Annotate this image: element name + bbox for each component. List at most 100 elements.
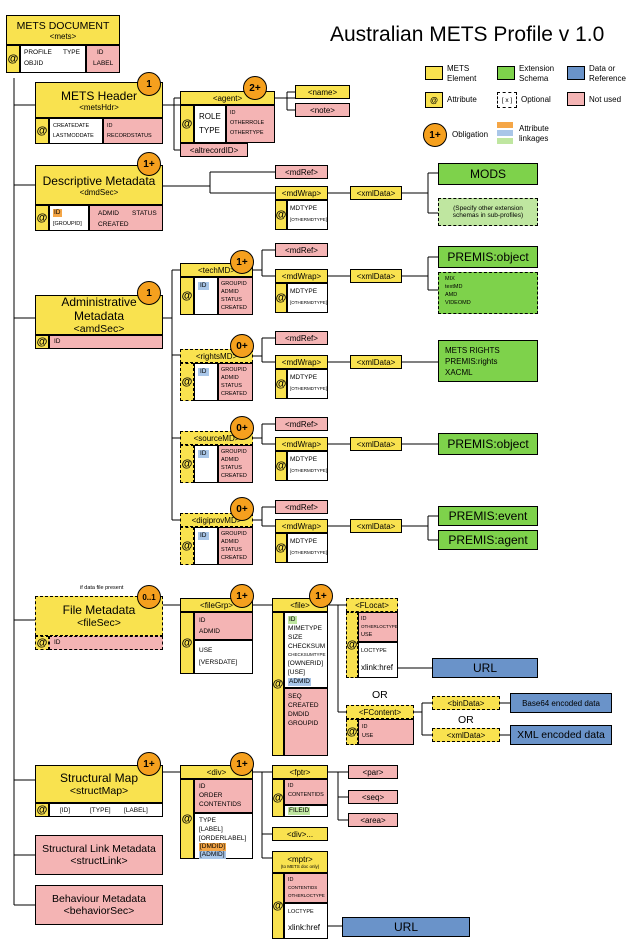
mptr-box: <mptr> (to METS doc only) [272,851,328,873]
mods-box: MODS [438,163,538,185]
digiprovmd-mdwrap-at: @ [275,533,287,563]
dmd-mdwrap-attrs: MDTYPE [OTHERMDTYPE] [287,200,328,230]
mptr-url-box: URL [342,917,470,937]
file-attrs-notused: SEQ CREATED DMDID GROUPID [284,688,328,756]
legend-linkage-blue [497,130,513,136]
hdr-attr-at: @ [35,118,49,144]
legend-linkage-orange [497,122,513,128]
altrecordid-box: <altrecordID> [180,143,248,157]
legend-linkage-label: Attribute linkages [519,124,549,143]
legend-extension-label: Extension Schema [519,64,555,83]
fcontent-attrs-notused: ID USE [358,719,414,745]
legend-element-label: METS Element [447,64,477,83]
div-attr-at: @ [180,779,194,859]
mets-header-box: METS Header <metsHdr> [35,82,163,118]
file-attr-at: @ [272,612,284,756]
flocat-box: <FLocat> [346,598,398,612]
dmd-obligation: 1+ [137,152,161,176]
filegrp-obligation: 1+ [230,584,254,608]
note-box: <note> [295,103,350,117]
legend-element-swatch [425,66,443,80]
amd-attr-at: @ [35,335,49,349]
flocat-attr-at: @ [346,612,358,678]
legend-obligation-circle: 1+ [423,123,447,147]
base64-box: Base64 encoded data [510,693,612,713]
flocat-attrs-notused: ID OTHERLOCTYPE USE [358,612,398,642]
sourcemd-attr-at: @ [180,445,194,483]
dmd-mdwrap-at: @ [275,200,287,230]
dmd-attrs-used: ID [GROUPID] [49,205,89,231]
premis-agent-box: PREMIS:agent [438,530,538,550]
mptr-attr-at: @ [272,873,284,939]
techmd-id-cell: ID [194,277,218,315]
fptr-attrs-notused: ID CONTENTIDS [284,779,328,805]
rightsmd-mdwrap-box: <mdWrap> [275,355,328,369]
legend-obligation-label: Obligation [452,130,489,139]
digiprovmd-id-cell: ID [194,527,218,565]
digiprovmd-mdwrap-attrs: MDTYPE [OTHERMDTYPE] [287,533,328,563]
file-attrs-used: ID MIMETYPE SIZE CHECKSUM CHECKSUMTYPE [… [284,612,328,688]
dmdsec-box: Descriptive Metadata <dmdSec> [35,165,163,205]
dmd-mdwrap-box: <mdWrap> [275,186,328,200]
tech-ext-box: MIX textMD AMD VIDEOMD [438,272,538,314]
sourcemd-obligation: 0+ [230,416,254,440]
mets-attrs-used: PROFILE TYPE OBJID [20,45,86,73]
rightsmd-xmldata-box: <xmlData> [350,355,402,369]
flocat-url-box: URL [432,658,538,678]
techmd-obligation: 1+ [230,250,254,274]
agent-obligation: 2+ [243,76,267,100]
amd-obligation: 1 [137,281,161,305]
digiprovmd-obligation: 0+ [230,497,254,521]
dmd-attrs-notused: ADMID CREATED STATUS [89,205,163,231]
sourcemd-mdwrap-attrs: MDTYPE [OTHERMDTYPE] [287,451,328,481]
dmd-xmldata-box: <xmlData> [350,186,402,200]
mets-attrs-notused: ID LABEL [86,45,120,73]
dmd-mdref-box: <mdRef> [275,165,328,179]
techmd-mdwrap-box: <mdWrap> [275,269,328,283]
page-title: Australian METS Profile v 1.0 [330,23,605,46]
rightsmd-attrs-notused: GROUPID ADMID STATUS CREATED [218,363,253,401]
legend-linkage-green [497,138,513,144]
sourcemd-mdwrap-at: @ [275,451,287,481]
sourcemd-attrs-notused: GROUPID ADMID STATUS CREATED [218,445,253,483]
dmd-attr-at: @ [35,205,49,231]
fptr-attrs-used: FILEID [284,805,328,817]
fptr-attr-at: @ [272,779,284,817]
filegrp-attr-at: @ [180,612,194,674]
div-attrs-used: TYPE [LABEL] [ORDERLABEL] [DMDID] [ADMID… [194,813,253,859]
legend-extension-swatch [497,66,515,80]
mets-attr-at: @ [6,45,20,73]
fcontent-attr-at: @ [346,719,358,745]
filesec-note: if data file present [80,585,124,591]
structmap-obligation: 1+ [137,752,161,776]
techmd-attrs-notused: GROUPID ADMID STATUS CREATED [218,277,253,315]
div-obligation: 1+ [230,752,254,776]
or-label-2: OR [458,714,474,726]
rightsmd-mdref-box: <mdRef> [275,331,328,345]
mods-note-box: (Specify other extension schemas in sub-… [438,198,538,226]
fcontent-box: <FContent> [346,705,414,719]
hdr-attrs-notused: ID RECORDSTATUS [103,118,163,144]
digiprovmd-xmldata-box: <xmlData> [350,519,402,533]
or-label-1: OR [372,689,388,701]
area-box: <area> [348,813,398,827]
div-attrs-notused: ID ORDER CONTENTIDS [194,779,253,813]
file-obligation: 1+ [309,584,333,608]
digiprovmd-mdwrap-box: <mdWrap> [275,519,328,533]
premis-object-box: PREMIS:object [438,246,538,268]
flocat-attrs-used: LOCTYPE xlink:href [358,642,398,678]
filesec-obligation: 0..1 [137,585,161,609]
agent-attrs-used: ROLE TYPE [194,105,226,143]
hdr-obligation: 1 [137,72,161,96]
rights-ext-box: METS RIGHTS PREMIS:rights XACML [438,340,538,382]
seq-box: <seq> [348,790,398,804]
structlink-box: Structural Link Metadata <structLink> [35,835,163,875]
legend-optional-swatch: [ x ] [497,92,517,108]
mptr-attrs-used: LOCTYPE xlink:href [284,903,328,939]
sourcemd-id-cell: ID [194,445,218,483]
div-child-box: <div>... [272,827,328,841]
amd-attrs: ID [49,335,163,349]
legend-notused-swatch [567,92,585,106]
structmap-attr-at: @ [35,803,49,817]
agent-attrs-notused: ID OTHERROLE OTHERTYPE [226,105,275,143]
